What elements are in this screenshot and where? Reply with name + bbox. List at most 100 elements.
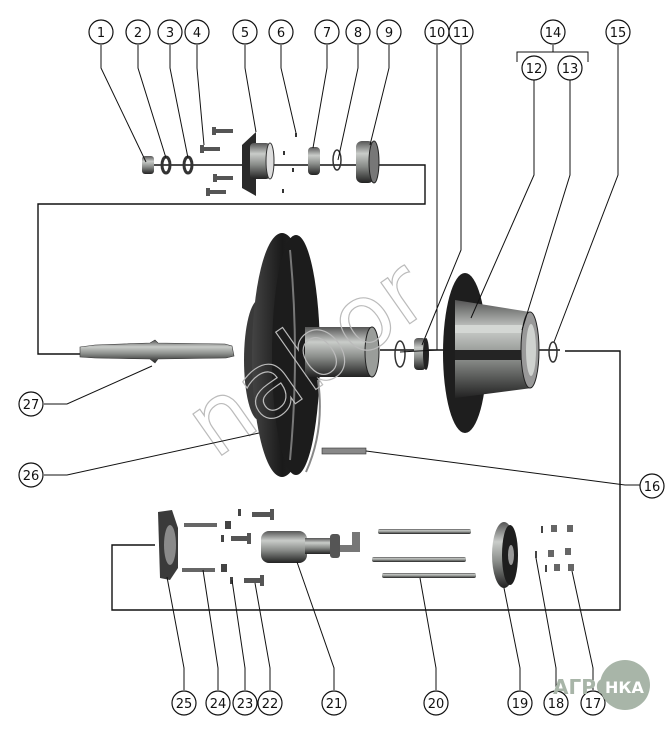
callout-circle <box>257 690 283 716</box>
callout-label: 9 <box>385 26 393 41</box>
callout-label: 3 <box>166 26 174 41</box>
callout-24: 24 <box>205 690 231 716</box>
callout-label: 19 <box>512 697 529 712</box>
callout-circle <box>521 55 547 81</box>
callout-label: 7 <box>323 26 331 41</box>
callout-circle <box>157 19 183 45</box>
callout-circle <box>605 19 631 45</box>
part-1-nut <box>142 156 154 174</box>
callout-label: 10 <box>429 26 446 41</box>
callout-11: 11 <box>448 19 474 45</box>
part-10-ring <box>394 340 406 368</box>
callout-1: 1 <box>88 19 114 45</box>
part-22-bolts <box>231 509 274 586</box>
part-17-nuts <box>548 525 574 571</box>
callout-label: 25 <box>176 697 193 712</box>
part-27-shaft <box>79 339 235 364</box>
callout-16: 16 <box>639 473 665 499</box>
callout-circle <box>376 19 402 45</box>
callout-circle <box>540 19 566 45</box>
callout-circle <box>125 19 151 45</box>
callout-12: 12 <box>521 55 547 81</box>
callout-circle <box>184 19 210 45</box>
callout-17: 17 <box>580 690 606 716</box>
part-14-hub-assembly <box>443 273 540 433</box>
callout-circle <box>557 55 583 81</box>
callout-7: 7 <box>314 19 340 45</box>
part-9-bearing <box>356 140 380 184</box>
callout-label: 4 <box>193 26 201 41</box>
callout-circle <box>448 19 474 45</box>
callout-10: 10 <box>424 19 450 45</box>
callout-circle <box>268 19 294 45</box>
callout-circle <box>18 462 44 488</box>
part-23-washers <box>221 509 241 584</box>
callout-label: 16 <box>644 480 661 495</box>
callout-label: 27 <box>23 398 40 413</box>
callout-circle <box>18 391 44 417</box>
part-20-rods <box>372 529 476 578</box>
part-6-pins <box>282 133 297 193</box>
callout-label: 11 <box>453 26 470 41</box>
callout-label: 1 <box>97 26 105 41</box>
callout-label: 23 <box>237 697 254 712</box>
callout-label: 18 <box>548 697 565 712</box>
callout-25: 25 <box>171 690 197 716</box>
callout-circle <box>345 19 371 45</box>
callout-circle <box>321 690 347 716</box>
callout-circle <box>205 690 231 716</box>
callout-21: 21 <box>321 690 347 716</box>
callout-circle <box>423 690 449 716</box>
part-7-collar <box>308 147 320 175</box>
callout-18: 18 <box>543 690 569 716</box>
callout-label: 17 <box>585 697 602 712</box>
callout-label: 13 <box>562 62 579 77</box>
callout-label: 22 <box>262 697 279 712</box>
part-26-pulley <box>244 233 380 477</box>
callout-label: 24 <box>210 697 227 712</box>
callout-circle <box>171 690 197 716</box>
part-5-bearing-housing <box>242 132 275 196</box>
part-15-ring <box>548 341 558 363</box>
callout-4: 4 <box>184 19 210 45</box>
callout-label: 12 <box>526 62 543 77</box>
callout-label: 20 <box>428 697 445 712</box>
callout-circle <box>232 19 258 45</box>
callout-label: 6 <box>277 26 285 41</box>
callout-label: 2 <box>134 26 142 41</box>
callout-label: 21 <box>326 697 343 712</box>
agronka-logo: АГРО НКА <box>553 660 650 710</box>
callout-circle <box>88 19 114 45</box>
callout-circle <box>314 19 340 45</box>
callout-20: 20 <box>423 690 449 716</box>
callout-label: 5 <box>241 26 249 41</box>
callout-circle <box>580 690 606 716</box>
callout-14: 14 <box>540 19 566 45</box>
callout-circle <box>232 690 258 716</box>
callout-15: 15 <box>605 19 631 45</box>
part-24-studs <box>182 523 217 572</box>
callout-5: 5 <box>232 19 258 45</box>
part-8-circlip <box>332 149 342 171</box>
callout-3: 3 <box>157 19 183 45</box>
callout-label: 26 <box>23 469 40 484</box>
logo-right-text: НКА <box>605 678 644 697</box>
logo-circle <box>600 660 650 710</box>
callout-label: 14 <box>545 26 562 41</box>
part-25-flange <box>158 510 178 580</box>
callout-13: 13 <box>557 55 583 81</box>
part-21-cylinder <box>261 531 360 563</box>
part-18-washers <box>535 526 547 572</box>
callout-8: 8 <box>345 19 371 45</box>
part-11-bushing <box>414 338 429 370</box>
callout-23: 23 <box>232 690 258 716</box>
part-19-disc <box>492 522 518 588</box>
callout-6: 6 <box>268 19 294 45</box>
callout-label: 15 <box>610 26 627 41</box>
callout-circle <box>639 473 665 499</box>
callout-27: 27 <box>18 391 44 417</box>
callout-2: 2 <box>125 19 151 45</box>
